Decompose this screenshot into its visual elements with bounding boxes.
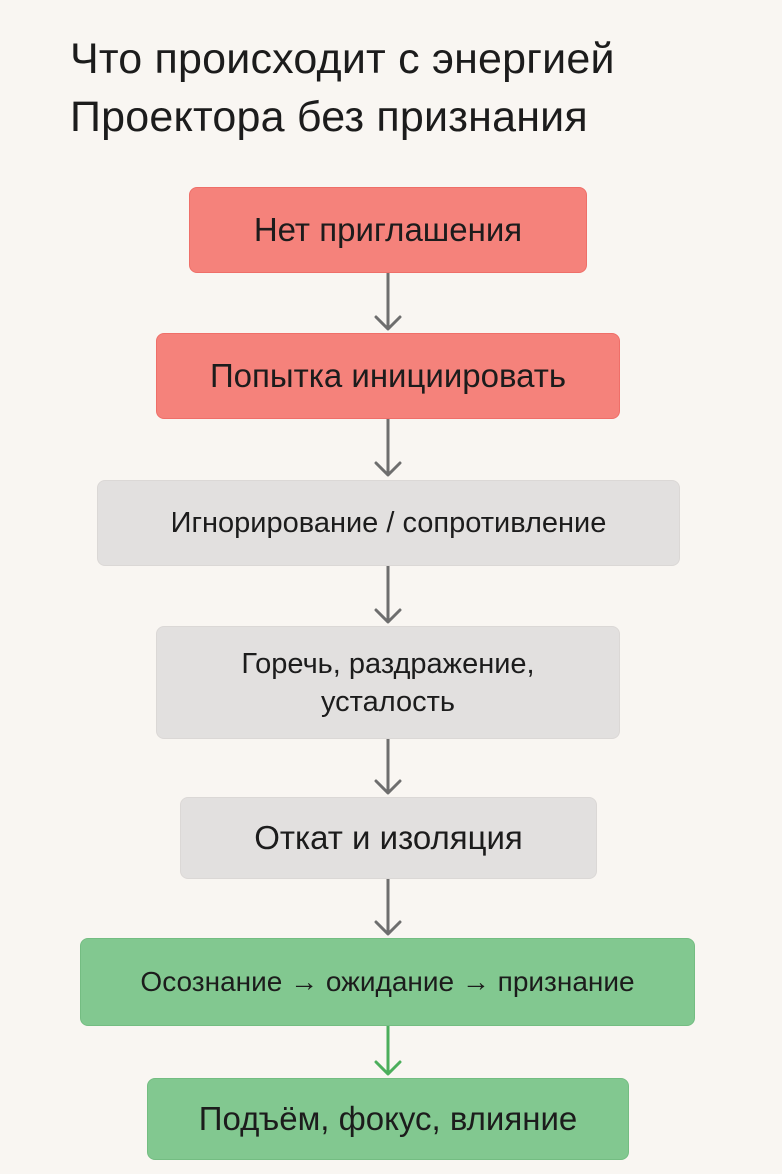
arrowhead-icon — [374, 608, 402, 624]
step-bitterness-fatigue: Горечь, раздражение, усталость — [156, 626, 620, 739]
title-line-2: Проектора без признания — [70, 93, 588, 141]
arrowhead-icon — [374, 315, 402, 331]
connector-arrow-1 — [374, 273, 402, 331]
connector-arrow-2 — [374, 419, 402, 477]
arrowhead-icon — [374, 1060, 402, 1076]
step-awareness-waiting-recognition: Осознание → ожидание → признание — [80, 938, 695, 1026]
connector-arrow-6 — [374, 1026, 402, 1076]
connector-arrow-5 — [374, 879, 402, 936]
step-awareness-waiting-recognition-label: Осознание → ожидание → признание — [140, 966, 635, 997]
step-attempt-to-initiate: Попытка инициировать — [156, 333, 620, 419]
step-ignoring-resistance-label: Игнорирование / сопротивление — [170, 507, 607, 539]
step-withdrawal-isolation-label: Откат и изоляция — [254, 819, 523, 856]
title-line-1: Что происходит с энергией — [70, 35, 615, 83]
step-withdrawal-isolation: Откат и изоляция — [180, 797, 597, 879]
connector-arrow-4 — [374, 739, 402, 795]
arrowhead-icon — [374, 779, 402, 795]
step-no-invitation: Нет приглашения — [189, 187, 587, 273]
arrowhead-icon — [374, 461, 402, 477]
step-no-invitation-label: Нет приглашения — [253, 211, 523, 248]
step-attempt-to-initiate-label: Попытка инициировать — [209, 357, 567, 394]
step-rise-focus-influence-label: Подъём, фокус, влияние — [198, 1100, 578, 1137]
step-ignoring-resistance: Игнорирование / сопротивление — [97, 480, 680, 566]
diagram-title: Что происходит с энергией Проектора без … — [70, 30, 770, 146]
step-bitterness-fatigue-label: Горечь, раздражение, усталость — [241, 647, 535, 718]
arrowhead-icon — [374, 920, 402, 936]
connector-arrow-3 — [374, 566, 402, 624]
step-rise-focus-influence: Подъём, фокус, влияние — [147, 1078, 629, 1160]
